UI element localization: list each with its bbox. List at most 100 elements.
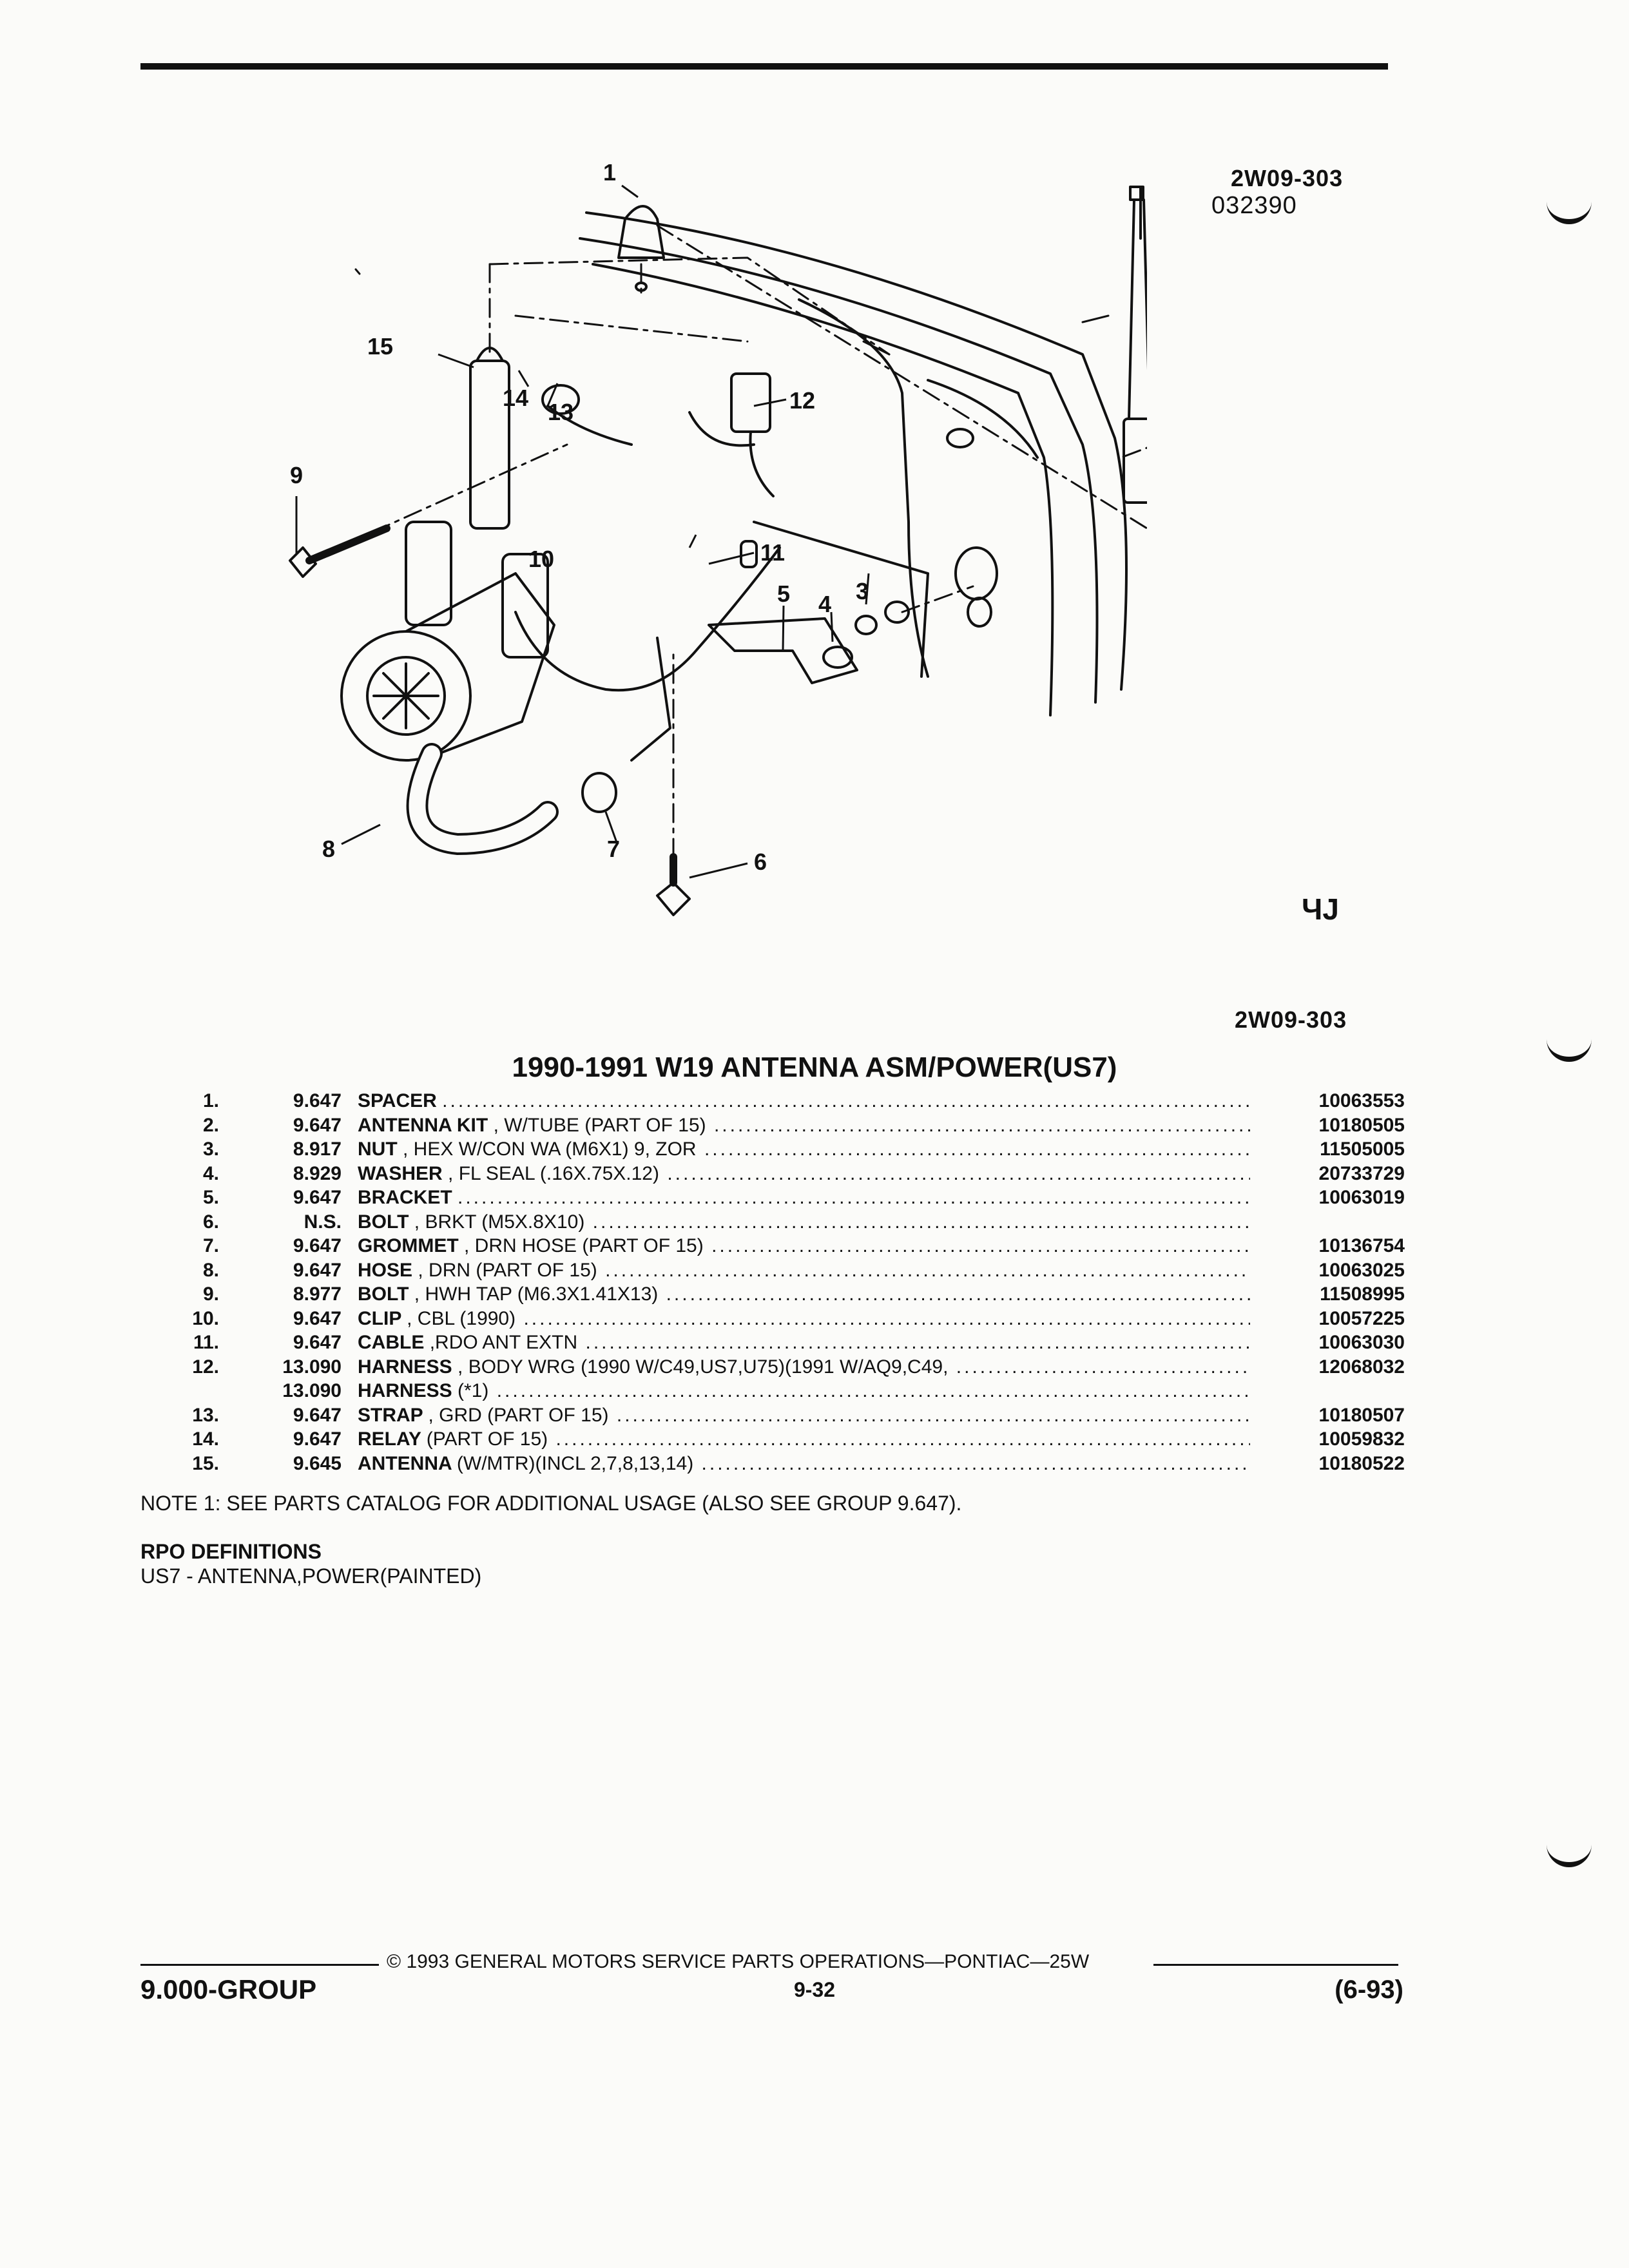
part-group-number: 9.647 [293,1404,342,1426]
part-item-number: 3. [202,1139,219,1160]
row-mask [1250,1209,1405,1234]
page-title: 1990-1991 W19 ANTENNA ASM/POWER(US7) [512,1052,1117,1083]
callout-13: 13 [548,399,574,425]
part-number: 10180507 [1255,1403,1405,1427]
part-item-number: 1. [202,1090,219,1111]
leader-2 [1081,314,1110,323]
part-detail: , BODY WRG (1990 W/C49,US7,U75)(1991 W/A… [458,1356,949,1378]
part-detail: , CBL (1990) [407,1307,516,1329]
part-group-number: 8.977 [293,1283,342,1305]
part-group-number: 13.090 [282,1380,342,1401]
part-group-number: 9.647 [293,1307,342,1329]
callout-12: 12 [789,387,815,414]
callout-10: 10 [528,546,554,572]
part-row: 6.N.S.BOLT , BRKT (M5X.8X10) [168,1209,1405,1235]
part-detail: ,RDO ANT EXTN [429,1332,578,1353]
note-text: NOTE 1: SEE PARTS CATALOG FOR ADDITIONAL… [140,1492,962,1515]
part-description: STRAP , GRD (PART OF 15) [358,1403,1405,1428]
part-item-number: 5. [202,1187,219,1208]
part-group-number: N.S. [304,1211,342,1233]
body-panel-inner-line [579,237,1099,704]
relay-14 [501,553,549,658]
part-group-number: 9.647 [293,1235,342,1256]
part-item-number: 11. [193,1332,219,1353]
part-number: 10057225 [1255,1306,1405,1331]
part-number: 10063025 [1255,1258,1405,1282]
part-name: BOLT [358,1283,409,1305]
part-name: STRAP [358,1404,423,1426]
figure-code: 032390 [1211,192,1297,219]
figure-id-bottom: 2W09-303 [1235,1006,1347,1033]
bolt-6 [656,881,691,916]
part-row: 13.090 HARNESS (*1) [168,1379,1405,1403]
bracket-plate-outline [753,521,929,678]
part-name: WASHER [358,1162,443,1184]
part-number: 10180505 [1255,1113,1405,1137]
footer-date: (6-93) [1335,1975,1403,2004]
nut-3 [884,601,910,624]
spacer-1 [617,205,665,259]
part-description: BRACKET [358,1186,1405,1210]
callout-6: 6 [754,849,767,875]
footer-page-number: 9-32 [793,1978,836,2001]
part-detail: , BRKT (M5X.8X10) [414,1211,585,1233]
part-detail: (PART OF 15) [426,1428,548,1450]
binding-mark-middle [1547,1037,1592,1062]
figure-symbol: ЧJ [1302,892,1339,926]
part-item-number: 7. [202,1235,219,1256]
part-name: SPACER [358,1090,437,1111]
part-group-number: 13.090 [282,1356,342,1378]
inner-panel-curve [798,298,929,678]
part-description: RELAY (PART OF 15) [358,1427,1405,1452]
part-name: HOSE [358,1259,413,1281]
part-description: BOLT , BRKT (M5X.8X10) [358,1210,1405,1235]
part-item-number: 8. [202,1259,219,1281]
part-detail: , HEX W/CON WA (M6X1) 9, ZOR [403,1139,697,1160]
callout-14: 14 [503,385,528,411]
callout-7: 7 [607,836,620,862]
part-group-number: 9.647 [293,1259,342,1281]
part-description: ANTENNA (W/MTR)(INCL 2,7,8,13,14) [358,1452,1405,1476]
part-row: 13. 9.647 STRAP , GRD (PART OF 15)10180507 [168,1403,1405,1428]
binding-mark-bottom [1547,1843,1592,1867]
rpo-heading: RPO DEFINITIONS [140,1540,322,1563]
part-name: CABLE [358,1332,425,1353]
callout-8: 8 [322,836,335,862]
rpo-definition: US7 - ANTENNA,POWER(PAINTED) [140,1564,482,1588]
antenna-mast-2 [1128,198,1147,420]
part-item-number: 13. [192,1404,219,1426]
bracket-5 [708,617,858,684]
part-name: BOLT [358,1211,409,1233]
callout-11: 11 [760,539,785,566]
part-number: 10063553 [1255,1089,1405,1113]
part-detail: , DRN HOSE (PART OF 15) [464,1235,704,1256]
callout-15: 15 [367,333,393,360]
part-item-number: 4. [202,1162,219,1184]
part-group-number: 8.929 [293,1162,342,1184]
top-rule [140,63,1388,70]
footer-rule-right [1153,1964,1398,1966]
part-number: 10063030 [1255,1331,1405,1355]
part-item-number: 9. [202,1283,219,1305]
part-description: HOSE , DRN (PART OF 15) [358,1258,1405,1283]
part-description: HARNESS (*1) [358,1379,1405,1403]
part-number: 12068032 [1255,1354,1405,1379]
part-number: 11505005 [1255,1137,1405,1162]
strap-13 [541,384,580,415]
callout-9: 9 [290,462,303,488]
cable-11 [514,546,781,692]
harness-12 [730,372,771,433]
part-detail: (*1) [458,1380,489,1401]
part-item-number: 2. [202,1114,219,1136]
part-number: 11508995 [1255,1282,1405,1307]
